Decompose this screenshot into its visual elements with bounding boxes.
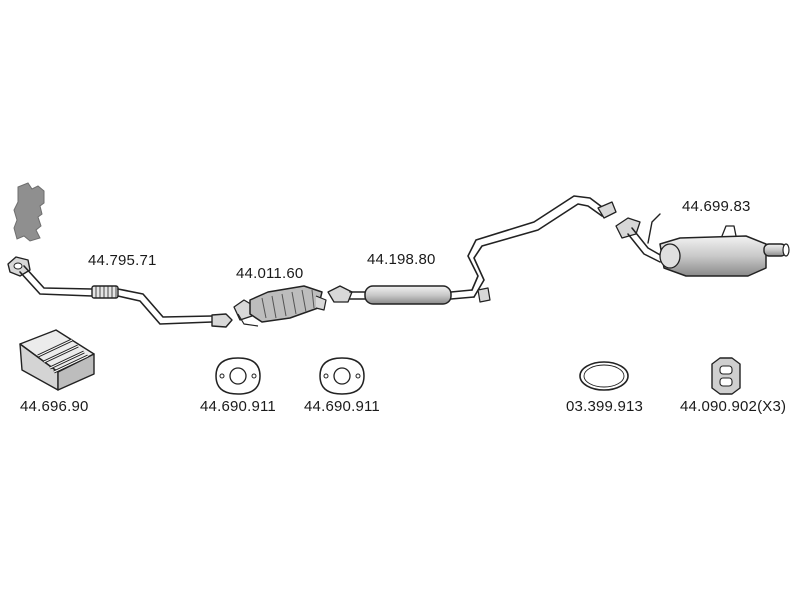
part-number-gasket-1: 44.690.911 <box>200 398 276 415</box>
catalytic-converter-icon <box>233 285 327 327</box>
part-number-mounting-kit: 44.696.90 <box>20 398 89 415</box>
part-number-middle-silencer: 44.198.80 <box>367 251 436 268</box>
part-number-seal-ring: 03.399.913 <box>566 398 644 415</box>
engine-block-icon <box>13 182 45 242</box>
middle-silencer-icon <box>327 195 617 305</box>
part-number-gasket-2: 44.690.911 <box>304 398 380 415</box>
front-pipe-icon <box>7 256 233 328</box>
part-number-front-pipe: 44.795.71 <box>88 252 157 269</box>
mounting-kit-box-icon <box>19 329 95 391</box>
flange-gasket-icon <box>319 357 365 395</box>
part-number-rubber-hanger: 44.090.902(X3) <box>680 398 787 415</box>
rear-silencer-icon <box>615 213 790 277</box>
part-number-catalytic-converter: 44.011.60 <box>236 265 304 282</box>
rubber-hanger-icon <box>711 357 741 395</box>
seal-ring-icon <box>579 361 629 391</box>
part-number-rear-silencer: 44.699.83 <box>682 198 751 215</box>
flange-gasket-icon <box>215 357 261 395</box>
